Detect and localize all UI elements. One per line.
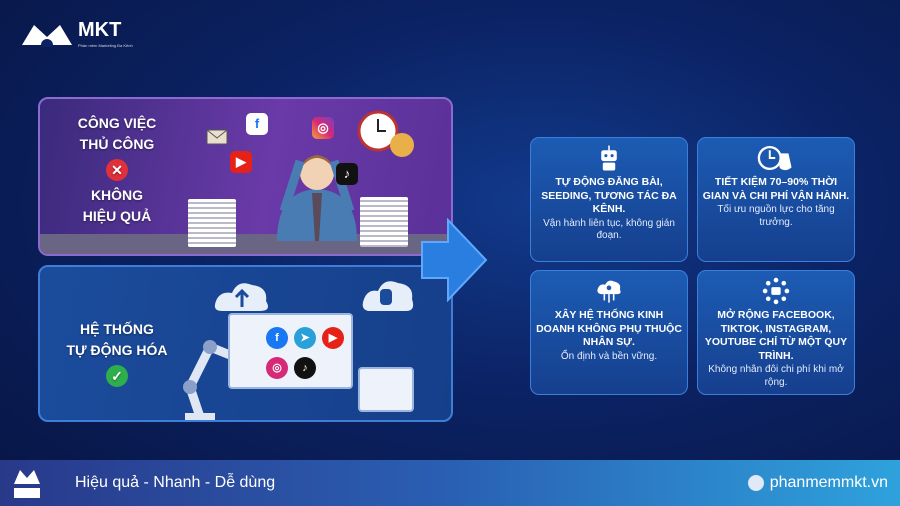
mkt-footer-logo-icon xyxy=(14,470,40,498)
check-icon: ✓ xyxy=(106,365,128,387)
website-text[interactable]: phanmemmkt.vn xyxy=(769,474,888,491)
workflow-window xyxy=(358,367,414,412)
manual-result-line: HIỆU QUẢ xyxy=(82,208,152,224)
manual-work-panel: CÔNG VIỆC THỦ CÔNG ✕ KHÔNG HIỆU QUẢ f ▶ … xyxy=(38,97,453,256)
robot-arm-illustration xyxy=(183,340,240,420)
automation-title-line: HỆ THỐNG xyxy=(80,321,154,337)
facebook-icon: f xyxy=(246,113,268,135)
card-heading: XÂY HỆ THỐNG KINH DOANH KHÔNG PHỤ THUỘC … xyxy=(536,309,682,348)
clock-money-bag-icon xyxy=(357,110,414,157)
card-heading: TIẾT KIỆM 70–90% THỜI GIAN VÀ CHI PHÍ VẬ… xyxy=(702,176,850,202)
x-icon: ✕ xyxy=(106,159,128,181)
arrow-right-icon xyxy=(421,218,488,302)
multichannel-hub-icon xyxy=(762,277,790,305)
youtube-icon: ▶ xyxy=(230,151,252,173)
automation-title-line: TỰ ĐỘNG HÓA xyxy=(66,342,168,358)
slogan: Hiệu quả - Nhanh - Dễ dùng xyxy=(75,474,276,491)
card-heading: TỰ ĐỘNG ĐĂNG BÀI, SEEDING, TƯƠNG TÁC ĐA … xyxy=(541,176,677,215)
manual-result-line: KHÔNG xyxy=(90,187,144,203)
robot-icon xyxy=(601,145,617,171)
stressed-worker-illustration xyxy=(277,155,357,241)
brand-name: MKT xyxy=(78,19,122,41)
feature-card-multichannel: MỞ RỘNG FACEBOOK, TIKTOK, INSTAGRAM, YOU… xyxy=(697,270,855,395)
feature-card-business-system: XÂY HỆ THỐNG KINH DOANH KHÔNG PHỤ THUỘC … xyxy=(530,270,688,395)
cloud-upload-icon xyxy=(214,283,268,311)
paper-stack-left xyxy=(188,199,236,247)
tiktok-icon: ♪ xyxy=(336,163,358,185)
website-link[interactable]: phanmemmkt.vn xyxy=(747,473,888,493)
card-subtext: Tối ưu nguồn lực cho tăng trưởng. xyxy=(717,204,835,228)
tiktok-icon: ♪ xyxy=(294,357,316,379)
globe-icon xyxy=(747,475,764,491)
card-subtext: Không nhân đôi chi phí khi mở rộng. xyxy=(708,364,844,388)
card-subtext: Vận hành liên tục, không gián đoạn. xyxy=(543,217,675,242)
brand-tagline: Phần mềm Marketing Đa Kênh xyxy=(78,43,133,48)
footer-bar: Hiệu quả - Nhanh - Dễ dùng phanmemmkt.vn xyxy=(0,460,900,506)
instagram-icon: ◎ xyxy=(266,357,288,379)
instagram-icon: ◎ xyxy=(312,117,334,139)
automation-panel: HỆ THỐNG TỰ ĐỘNG HÓA ✓ f ➤ ▶ ◎ ♪ xyxy=(38,265,453,422)
feature-card-savings: TIẾT KIỆM 70–90% THỜI GIAN VÀ CHI PHÍ VẬ… xyxy=(697,137,855,262)
card-heading: MỞ RỘNG FACEBOOK, TIKTOK, INSTAGRAM, YOU… xyxy=(704,309,848,362)
automation-title: HỆ THỐNG TỰ ĐỘNG HÓA ✓ xyxy=(52,319,182,391)
manual-title-line: THỦ CÔNG xyxy=(79,136,155,152)
paper-stack-right xyxy=(360,197,408,247)
youtube-icon: ▶ xyxy=(322,327,344,349)
envelope-icon xyxy=(206,129,228,145)
brand-logo: MKT Phần mềm Marketing Đa Kênh xyxy=(20,18,133,49)
manual-title: CÔNG VIỆC THỦ CÔNG ✕ KHÔNG HIỆU QUẢ xyxy=(52,113,182,227)
mkt-logo-icon xyxy=(22,24,72,47)
dashboard-window: f ➤ ▶ ◎ ♪ xyxy=(228,313,353,389)
clock-money-icon xyxy=(757,145,792,171)
card-subtext: Ổn định và bền vững. xyxy=(560,350,658,362)
cloud-database-icon xyxy=(362,281,414,311)
telegram-icon: ➤ xyxy=(294,327,316,349)
feature-card-auto-posting: TỰ ĐỘNG ĐĂNG BÀI, SEEDING, TƯƠNG TÁC ĐA … xyxy=(530,137,688,262)
facebook-icon: f xyxy=(266,327,288,349)
cloud-network-icon xyxy=(597,280,621,303)
manual-title-line: CÔNG VIỆC xyxy=(77,115,157,131)
